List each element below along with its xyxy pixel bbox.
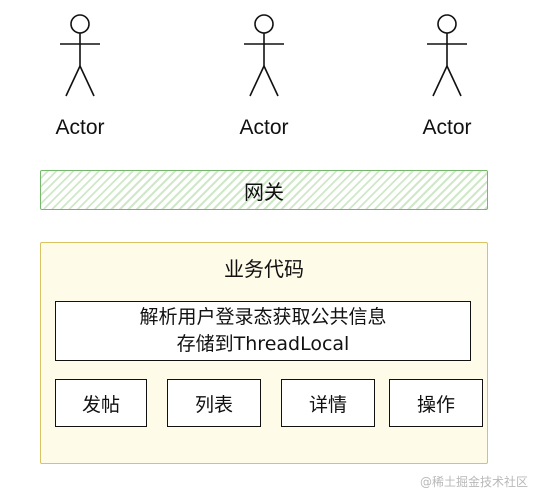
parse-line-2: 存储到ThreadLocal	[176, 333, 350, 355]
actor-1: Actor	[30, 8, 130, 139]
actor-figure-icon	[244, 14, 284, 97]
module-list-box: 列表	[167, 379, 261, 427]
actor-3: Actor	[397, 8, 497, 139]
parse-login-box: 解析用户登录态获取公共信息 存储到ThreadLocal	[55, 301, 471, 361]
watermark: @稀土掘金技术社区	[419, 475, 528, 489]
parse-line-1: 解析用户登录态获取公共信息	[139, 306, 387, 328]
module-post-box: 发帖	[55, 379, 147, 427]
actor-label: Actor	[55, 116, 105, 139]
actor-2: Actor	[214, 8, 314, 139]
actor-label: Actor	[239, 116, 289, 139]
business-code-title: 业务代码	[224, 257, 304, 281]
actor-figure-icon	[427, 14, 467, 97]
gateway-box: 网关	[40, 170, 488, 210]
actor-label: Actor	[422, 116, 472, 139]
module-detail-box: 详情	[281, 379, 375, 427]
business-code-box: 业务代码 解析用户登录态获取公共信息 存储到ThreadLocal 发帖 列表 …	[40, 242, 488, 464]
actor-figure-icon	[60, 14, 100, 97]
gateway-label: 网关	[244, 179, 284, 204]
module-operation-box: 操作	[389, 379, 483, 427]
